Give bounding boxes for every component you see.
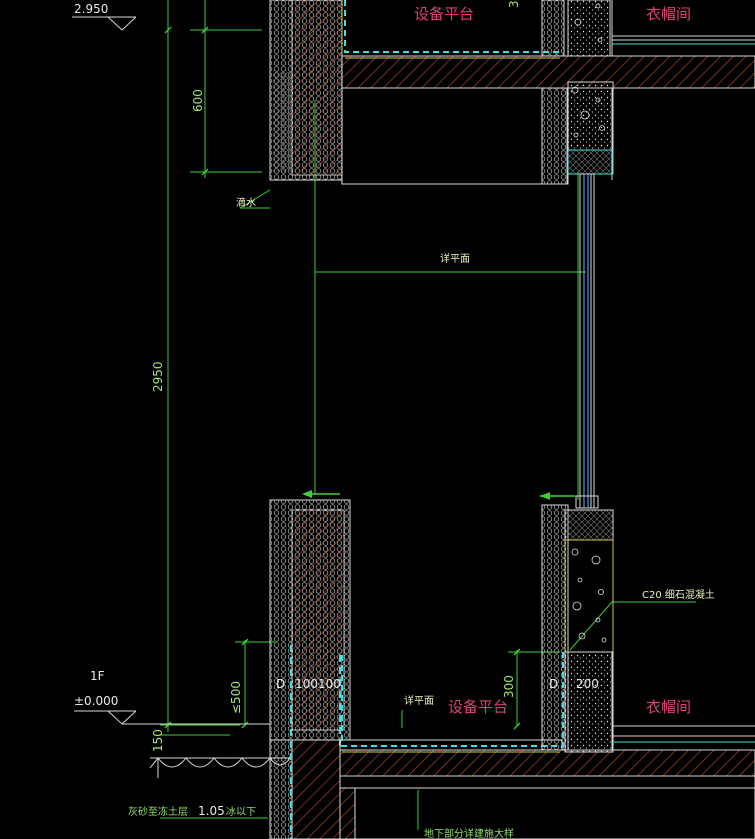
room-equipment-bottom: 设备平台 xyxy=(448,698,508,716)
room-equipment-top: 设备平台 xyxy=(414,5,474,23)
top-elevation-label: 2.950 xyxy=(74,2,108,16)
floor-elevation-label: ±0.000 xyxy=(74,694,118,708)
plan-ref-top: 详平面 xyxy=(440,252,470,265)
dim-500: ≤500 xyxy=(229,681,243,714)
wall-mark-left: D xyxy=(276,677,285,691)
room-cloakroom-bottom: 衣帽间 xyxy=(646,698,691,716)
upper-slab xyxy=(269,0,755,185)
level-marker-top xyxy=(72,16,137,31)
frost-note: 冰以下 xyxy=(226,805,256,818)
frost-depth-label: 1.05 xyxy=(198,804,225,818)
drip-note: 滴水 xyxy=(236,196,256,209)
room-cloakroom-top: 衣帽间 xyxy=(646,5,691,23)
concrete-aggregate xyxy=(571,3,607,643)
ground-line xyxy=(149,756,291,778)
lower-right-wall xyxy=(540,492,755,753)
lower-left-wall xyxy=(269,490,351,839)
dim-100-a: 100 xyxy=(295,677,318,691)
dim-100-b: 100 xyxy=(318,677,341,691)
dim-300: 300 xyxy=(502,675,516,698)
bottom-note: 地下部分详建施大样 xyxy=(424,827,514,839)
dimension-ticks xyxy=(164,26,521,730)
floor-name-label: 1F xyxy=(90,669,105,683)
plan-ref-bottom: 详平面 xyxy=(404,694,434,707)
backfill-note: 灰砂至冻土层 xyxy=(128,805,188,818)
dim-150: 150 xyxy=(151,729,165,752)
dim-3: 3 xyxy=(507,0,521,8)
window-frame xyxy=(575,173,599,509)
dim-600: 600 xyxy=(191,89,205,112)
lower-slab xyxy=(339,655,755,839)
dim-2950: 2950 xyxy=(151,361,165,392)
concrete-note: C20 细石混凝土 xyxy=(642,588,715,601)
wall-mark-right: D xyxy=(549,677,558,691)
level-marker-1f xyxy=(74,710,270,725)
dim-200: 200 xyxy=(576,677,599,691)
